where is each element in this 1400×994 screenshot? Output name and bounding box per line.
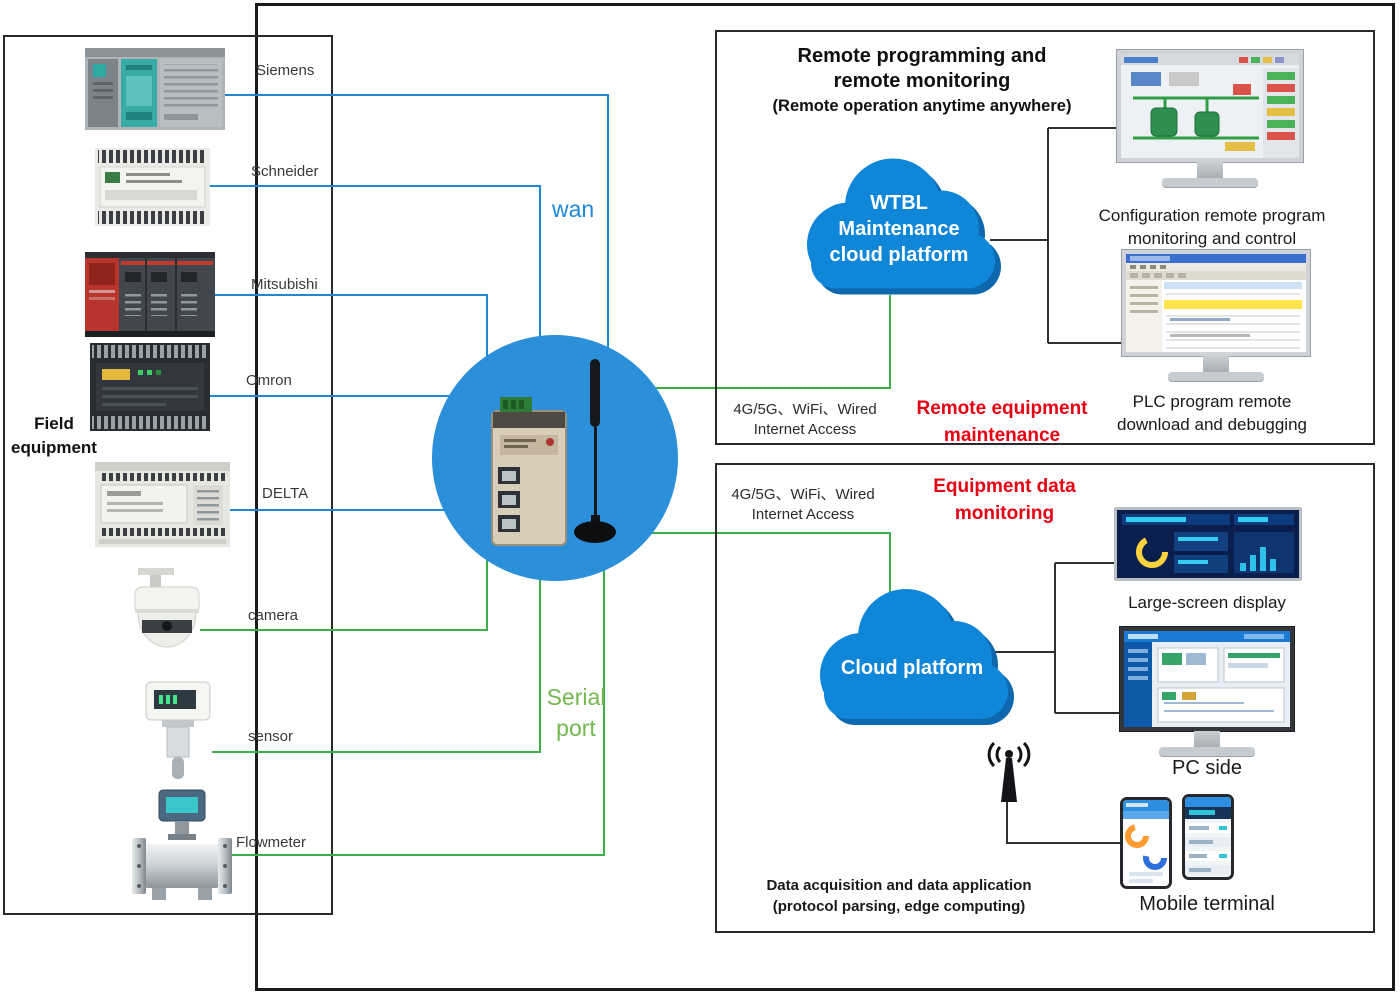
field-equipment-label: Field equipment: [11, 414, 97, 457]
wtbl-cloud: WTBL Maintenance cloud platform: [789, 144, 1009, 319]
mitsubishi-plc-image: [85, 252, 215, 337]
label-delta: DELTA: [262, 485, 309, 502]
wire-router-to-wtbl-cloud: [612, 295, 891, 389]
omron-plc-image: [90, 343, 210, 431]
configuration-monitor: [1117, 50, 1303, 187]
monitor-stand-base: [1162, 178, 1258, 187]
large-screen-label: Large-screen display: [1128, 593, 1286, 612]
wireless-antenna-icon: [984, 741, 1034, 804]
equipment-data-highlight: Equipment data monitoring: [933, 476, 1076, 524]
cloud-platform: Cloud platform: [802, 577, 1022, 747]
field-equipment-box: [3, 35, 333, 915]
mobile-terminal-label: Mobile terminal: [1139, 893, 1275, 915]
schneider-plc-image: [95, 148, 210, 226]
label-camera: camera: [248, 607, 299, 624]
wire-antenna-to-mobile: [1006, 800, 1120, 844]
plc-program-monitor-screen: [1122, 250, 1310, 356]
pc-side-label: PC side: [1171, 757, 1243, 779]
remote-maintenance-box: Remote programming and remote monitoring…: [715, 30, 1375, 446]
plc-program-monitor: [1122, 250, 1310, 381]
data-access-text: 4G/5G、WiFi、Wired Internet Access: [731, 486, 875, 523]
plc-program-monitor-label: PLC program remote download and debuggin…: [1116, 392, 1307, 434]
flowmeter-image: [132, 788, 232, 910]
data-acquisition-footer: Data acquisition and data application (p…: [766, 877, 1032, 915]
remote-maintenance-highlight: Remote equipment maintenance: [916, 398, 1088, 446]
wire-mitsubishi: [210, 294, 488, 368]
wire-sensor: [212, 568, 541, 753]
cloud-platform-label: Cloud platform: [840, 657, 984, 679]
configuration-monitor-screen: [1117, 50, 1303, 162]
wire-flowmeter: [228, 556, 605, 856]
data-monitoring-box: 4G/5G、WiFi、Wired Internet Access Equipme…: [715, 463, 1375, 933]
wire-camera: [200, 548, 488, 631]
label-sensor: sensor: [248, 728, 294, 745]
sensor-image: [142, 678, 217, 783]
wire-router-to-cloud-platform: [610, 532, 891, 600]
configuration-monitor-label: Configuration remote program monitoring …: [1098, 206, 1326, 248]
mobile-phone-1: [1120, 797, 1172, 889]
wire-siemens: [220, 94, 609, 368]
wan-label: wan: [552, 196, 595, 222]
pc-monitor: [1120, 627, 1294, 756]
label-omron: Omron: [246, 372, 292, 389]
outer-frame: [255, 3, 1395, 991]
monitor-stand-neck: [1194, 731, 1220, 747]
camera-image: [128, 568, 206, 656]
monitor-stand-neck: [1197, 162, 1223, 178]
siemens-plc-image: [85, 48, 225, 130]
cloud-shape: [807, 158, 1001, 295]
mobile-phone-2: [1182, 794, 1234, 880]
monitor-stand-base: [1159, 747, 1255, 756]
wtbl-cloud-label: WTBL Maintenance cloud platform: [829, 192, 969, 266]
cloud-shape: [820, 589, 1014, 725]
remote-access-text: 4G/5G、WiFi、Wired Internet Access: [733, 401, 877, 438]
label-flowmeter: Flowmeter: [236, 834, 307, 851]
delta-plc-image: [95, 462, 230, 547]
label-schneider: Schneider: [251, 163, 319, 180]
large-screen-display: [1114, 507, 1302, 581]
industrial-router-image: [491, 359, 616, 546]
wire-schneider: [206, 185, 541, 348]
remote-box-title: Remote programming and remote monitoring…: [772, 45, 1072, 115]
serial-port-label: Serial port: [546, 684, 606, 741]
label-mitsubishi: Mitsubishi: [251, 276, 318, 293]
label-siemens: Siemens: [256, 62, 315, 79]
monitor-stand-neck: [1203, 356, 1229, 372]
router-circle: [432, 335, 678, 581]
pc-monitor-screen: [1120, 627, 1294, 731]
monitor-stand-base: [1168, 372, 1264, 381]
